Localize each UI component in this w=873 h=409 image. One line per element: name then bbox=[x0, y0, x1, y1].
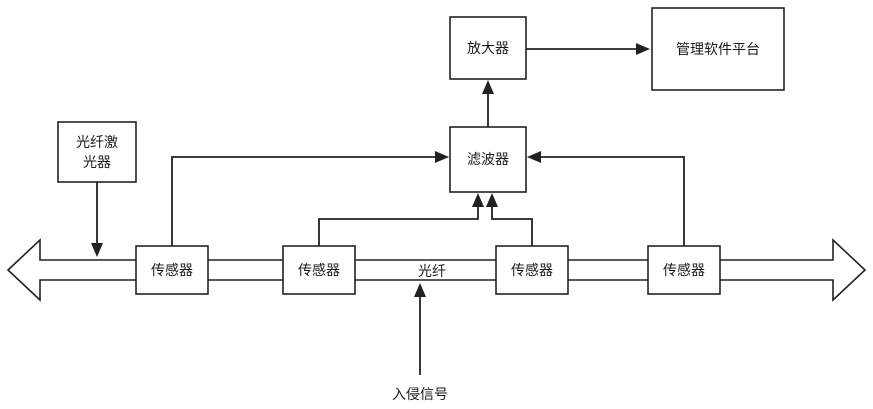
filter-node: 滤波器 bbox=[450, 127, 526, 192]
sensor-1: 传感器 bbox=[136, 246, 208, 294]
arrow-intrusion-to-fiber bbox=[414, 283, 426, 375]
fiber-label: 光纤 bbox=[418, 264, 446, 280]
intrusion-label: 入侵信号 bbox=[392, 386, 448, 403]
arrow-sensor4-to-filter bbox=[527, 151, 684, 246]
filter-label: 滤波器 bbox=[467, 152, 509, 168]
platform-node: 管理软件平台 bbox=[652, 8, 784, 90]
sensor-3-label: 传感器 bbox=[511, 262, 553, 279]
laser-node: 光纤激 光器 bbox=[58, 122, 136, 182]
amplifier-node: 放大器 bbox=[450, 17, 526, 79]
sensor-4: 传感器 bbox=[648, 246, 720, 294]
sensor-2: 传感器 bbox=[283, 246, 355, 294]
amplifier-label: 放大器 bbox=[467, 41, 509, 57]
arrow-sensor1-to-filter bbox=[172, 151, 449, 246]
arrow-sensor2-to-filter bbox=[319, 193, 484, 246]
arrow-amplifier-to-platform bbox=[526, 43, 650, 55]
arrow-laser-to-fiber bbox=[91, 182, 103, 257]
platform-label: 管理软件平台 bbox=[676, 42, 760, 58]
arrow-filter-to-amplifier bbox=[482, 80, 494, 127]
sensor-2-label: 传感器 bbox=[298, 262, 340, 279]
laser-label-line1: 光纤激 bbox=[76, 134, 118, 151]
laser-label-line2: 光器 bbox=[83, 155, 111, 171]
arrow-sensor3-to-filter bbox=[486, 193, 532, 246]
sensor-3: 传感器 bbox=[496, 246, 568, 294]
sensor-1-label: 传感器 bbox=[151, 262, 193, 279]
sensor-4-label: 传感器 bbox=[663, 262, 705, 279]
